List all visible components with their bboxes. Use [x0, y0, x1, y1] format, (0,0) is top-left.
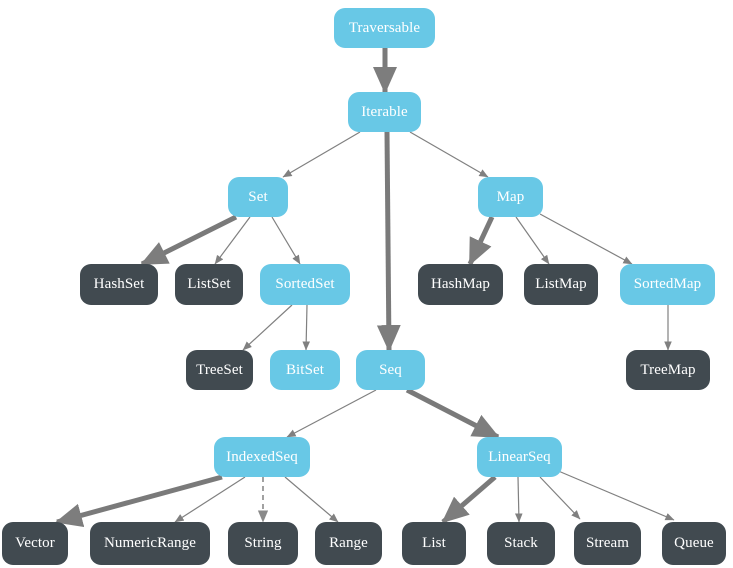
node-stack[interactable]: Stack: [487, 522, 555, 565]
node-label-bitset: BitSet: [285, 361, 325, 378]
node-treeset[interactable]: TreeSet: [186, 350, 253, 390]
node-label-stream: Stream: [585, 535, 630, 551]
node-iterable[interactable]: Iterable: [348, 92, 421, 132]
node-label-hashset: HashSet: [93, 276, 145, 292]
node-label-string: String: [244, 535, 282, 551]
node-range[interactable]: Range: [315, 522, 382, 565]
node-queue[interactable]: Queue: [662, 522, 726, 565]
node-label-numericrange: NumericRange: [104, 535, 196, 551]
node-label-vector: Vector: [15, 535, 55, 551]
node-listset[interactable]: ListSet: [175, 264, 243, 305]
node-set[interactable]: Set: [228, 177, 288, 217]
node-label-treemap: TreeMap: [640, 361, 696, 378]
node-label-listmap: ListMap: [535, 276, 587, 292]
node-label-set: Set: [248, 188, 268, 205]
node-traversable[interactable]: Traversable: [334, 8, 435, 48]
node-label-listset: ListSet: [187, 276, 231, 292]
node-label-map: Map: [496, 188, 525, 205]
node-string[interactable]: String: [228, 522, 298, 565]
node-vector[interactable]: Vector: [2, 522, 68, 565]
node-label-sortedset: SortedSet: [275, 276, 335, 292]
node-label-linearseq: LinearSeq: [488, 448, 551, 465]
node-seq[interactable]: Seq: [356, 350, 425, 390]
node-stream[interactable]: Stream: [574, 522, 641, 565]
node-bitset[interactable]: BitSet: [270, 350, 340, 390]
node-list[interactable]: List: [402, 522, 466, 565]
node-label-queue: Queue: [674, 535, 714, 551]
node-sortedset[interactable]: SortedSet: [260, 264, 350, 305]
node-label-range: Range: [329, 535, 368, 551]
node-hashset[interactable]: HashSet: [80, 264, 158, 305]
node-treemap[interactable]: TreeMap: [626, 350, 710, 390]
node-label-treeset: TreeSet: [196, 361, 243, 378]
node-label-list: List: [422, 535, 446, 551]
node-numericrange[interactable]: NumericRange: [90, 522, 210, 565]
node-label-indexedseq: IndexedSeq: [226, 448, 298, 465]
node-linearseq[interactable]: LinearSeq: [477, 437, 562, 477]
node-label-seq: Seq: [379, 361, 402, 378]
node-hashmap[interactable]: HashMap: [418, 264, 503, 305]
node-label-hashmap: HashMap: [430, 276, 491, 292]
node-label-traversable: Traversable: [348, 19, 421, 36]
node-indexedseq[interactable]: IndexedSeq: [214, 437, 310, 477]
node-label-stack: Stack: [504, 535, 538, 551]
node-listmap[interactable]: ListMap: [524, 264, 598, 305]
node-label-iterable: Iterable: [361, 103, 408, 120]
node-map[interactable]: Map: [478, 177, 543, 217]
node-label-sortedmap: SortedMap: [633, 276, 702, 292]
node-sortedmap[interactable]: SortedMap: [620, 264, 715, 305]
